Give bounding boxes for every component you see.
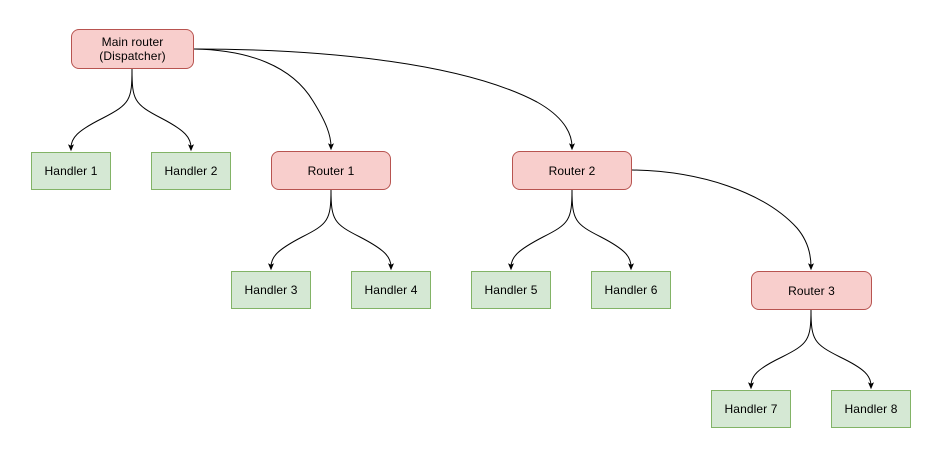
node-label-handler-1: Handler 1 bbox=[44, 164, 98, 178]
node-label-main-router: Main router (Dispatcher) bbox=[99, 35, 166, 63]
node-router-2[interactable]: Router 2 bbox=[512, 151, 632, 190]
edge-router-1-to-handler-4 bbox=[330, 189, 394, 271]
node-handler-3[interactable]: Handler 3 bbox=[231, 271, 311, 309]
node-router-1[interactable]: Router 1 bbox=[271, 151, 391, 190]
node-handler-5[interactable]: Handler 5 bbox=[471, 271, 551, 309]
node-label-handler-7: Handler 7 bbox=[724, 402, 778, 416]
edge-main-to-handler-1 bbox=[68, 68, 133, 152]
edge-router-2-to-handler-6 bbox=[571, 189, 634, 271]
node-label-handler-4: Handler 4 bbox=[364, 283, 418, 297]
edge-main-to-handler-2 bbox=[131, 68, 194, 152]
edge-main-to-router-1 bbox=[193, 48, 334, 151]
node-label-router-2: Router 2 bbox=[548, 163, 596, 178]
node-label-handler-5: Handler 5 bbox=[484, 283, 538, 297]
edge-router-3-to-handler-8 bbox=[810, 309, 874, 390]
node-handler-7[interactable]: Handler 7 bbox=[711, 390, 791, 428]
edge-router-2-to-router-3 bbox=[631, 169, 814, 271]
node-handler-1[interactable]: Handler 1 bbox=[31, 152, 111, 190]
node-handler-4[interactable]: Handler 4 bbox=[351, 271, 431, 309]
node-label-handler-8: Handler 8 bbox=[844, 402, 898, 416]
node-label-router-1: Router 1 bbox=[307, 163, 355, 178]
node-handler-2[interactable]: Handler 2 bbox=[151, 152, 231, 190]
node-label-router-3: Router 3 bbox=[788, 283, 835, 298]
node-label-handler-3: Handler 3 bbox=[244, 283, 298, 297]
edge-paths bbox=[68, 48, 874, 390]
edge-router-1-to-handler-3 bbox=[268, 189, 332, 271]
edge-router-3-to-handler-7 bbox=[748, 309, 812, 390]
node-router-3[interactable]: Router 3 bbox=[751, 271, 872, 310]
node-label-handler-2: Handler 2 bbox=[164, 164, 218, 178]
node-label-handler-6: Handler 6 bbox=[604, 283, 658, 297]
node-handler-8[interactable]: Handler 8 bbox=[831, 390, 911, 428]
node-handler-6[interactable]: Handler 6 bbox=[591, 271, 671, 309]
edge-router-2-to-handler-5 bbox=[508, 189, 573, 271]
node-main-router[interactable]: Main router (Dispatcher) bbox=[71, 29, 194, 69]
edge-main-to-router-2 bbox=[193, 48, 575, 151]
